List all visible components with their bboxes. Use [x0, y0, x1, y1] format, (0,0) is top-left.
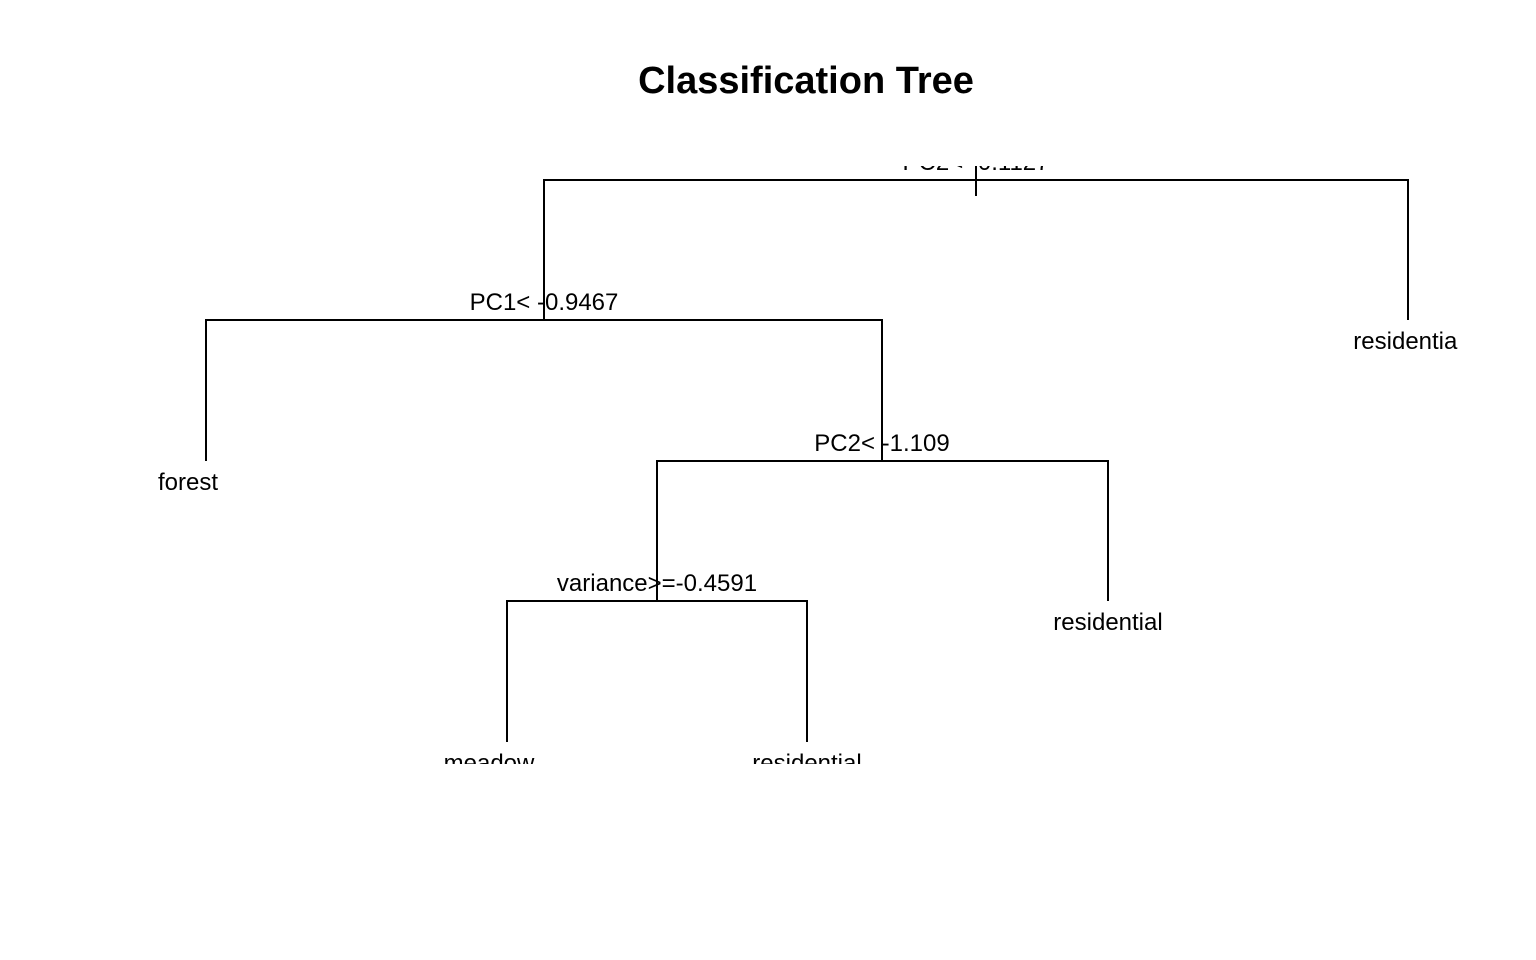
split-label-pc2: PC2< -1.109	[814, 430, 949, 457]
split-label-variance: variance>=-0.4591	[557, 570, 757, 597]
tree-edge-variance	[506, 600, 808, 742]
leaf-label-residential-right: residential	[1353, 328, 1462, 355]
tree-plot-area: PC2< -0.1127 PC1< -0.9467 PC2< -1.109 va…	[158, 149, 1462, 777]
leaf-label-meadow: meadow	[444, 750, 535, 777]
split-label-pc1: PC1< -0.9467	[470, 289, 619, 316]
leaf-label-residential-bottom: residential	[752, 750, 861, 777]
tree-edge-pc2-inner	[656, 460, 1109, 601]
leaf-label-forest: forest	[158, 469, 218, 496]
tree-edge-root	[543, 179, 1409, 320]
leaf-label-residential-mid: residential	[1053, 609, 1162, 636]
split-label-root: PC2< -0.1127	[903, 149, 1050, 176]
tree-edge-pc1	[205, 319, 883, 461]
page-title: Classification Tree	[638, 60, 974, 102]
